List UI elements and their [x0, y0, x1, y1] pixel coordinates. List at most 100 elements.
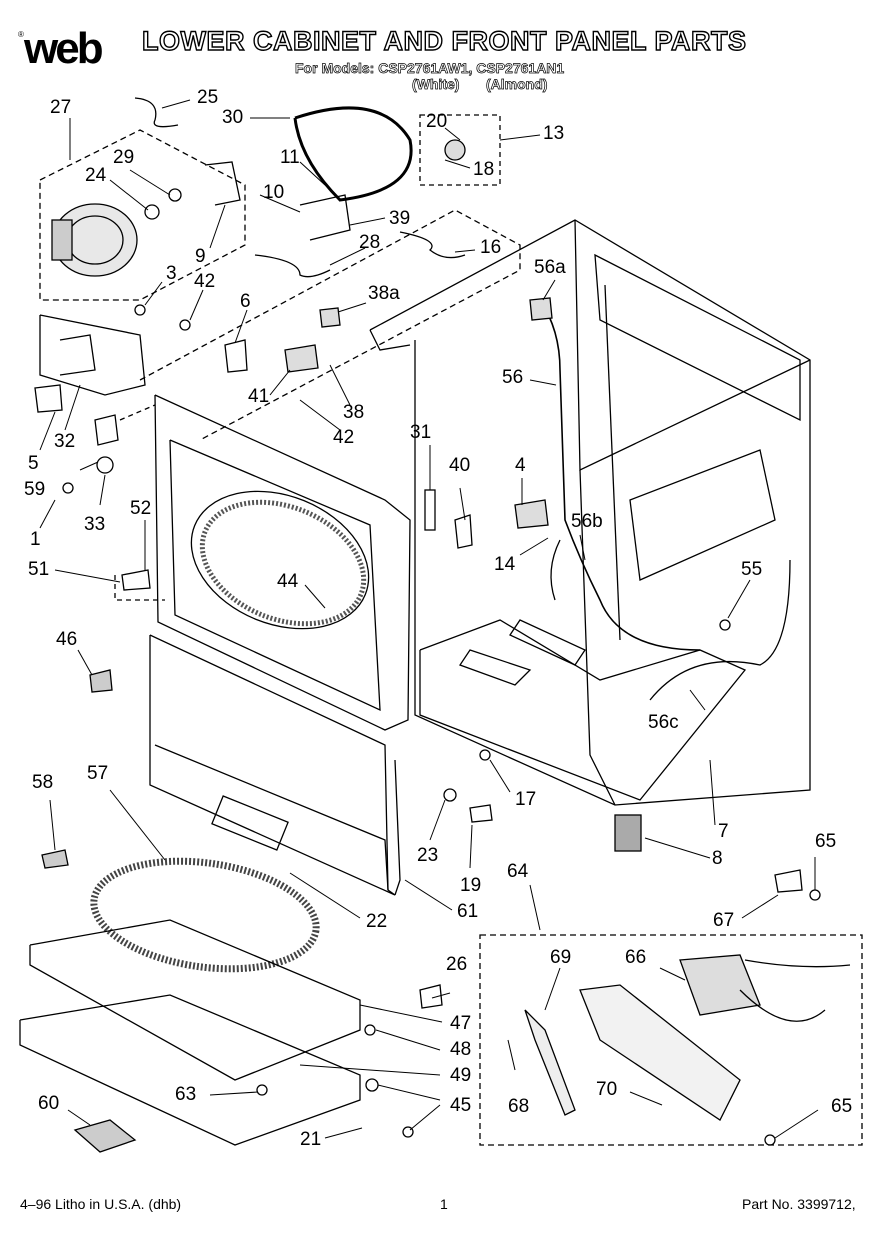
callout-66: 66 [625, 947, 647, 968]
logo-text: web [24, 24, 104, 73]
callout-23: 23 [417, 845, 439, 866]
callout-52: 52 [130, 498, 152, 519]
callout-45: 45 [450, 1095, 472, 1116]
duct-seal-ring [90, 857, 320, 973]
switch-41 [284, 344, 319, 373]
connector-56a [529, 297, 553, 321]
screw-55 [719, 619, 731, 631]
screw-23 [443, 788, 457, 802]
lower-front-panel [149, 634, 396, 896]
cabinet-slot [424, 489, 436, 531]
motor-bearing [168, 188, 182, 202]
callout-59: 59 [24, 479, 46, 500]
callout-42b: 42 [333, 427, 355, 448]
registered-mark: ® [18, 30, 24, 39]
base-plate [29, 919, 361, 1081]
callout-3: 3 [166, 263, 177, 284]
connector-38a [319, 307, 341, 328]
callout-19: 19 [460, 875, 482, 896]
callout-17: 17 [515, 789, 537, 810]
callout-48: 48 [450, 1039, 472, 1060]
callout-20: 20 [426, 111, 448, 132]
callout-64: 64 [507, 861, 529, 882]
idler-pulley [444, 139, 466, 161]
leveling-leg [614, 814, 642, 852]
callout-8: 8 [712, 848, 723, 869]
models-line: For Models: CSP2761AW1, CSP2761AN1 [295, 60, 565, 77]
color-almond-label: (Almond) [486, 76, 548, 93]
callout-11: 11 [280, 147, 300, 168]
footer-page: 1 [440, 1196, 448, 1212]
latch-6 [224, 339, 248, 373]
callout-61: 61 [457, 901, 479, 922]
callout-56b: 56b [571, 511, 603, 532]
clip-5 [34, 384, 63, 413]
callout-21: 21 [300, 1129, 322, 1150]
callout-7: 7 [718, 821, 729, 842]
callout-38a: 38a [368, 283, 400, 304]
top-panel-outline [139, 209, 521, 441]
clip-67 [774, 869, 803, 893]
callout-25: 25 [197, 87, 219, 108]
footer-part-no: Part No. 3399712, [742, 1196, 856, 1212]
screw-42-a [179, 319, 191, 331]
callout-44: 44 [277, 571, 299, 592]
screw-21 [402, 1126, 414, 1138]
callout-30: 30 [222, 107, 244, 128]
callout-60: 60 [38, 1093, 60, 1114]
callout-13: 13 [543, 123, 565, 144]
callout-63: 63 [175, 1084, 197, 1105]
sensor-probe [524, 1009, 576, 1116]
callout-57: 57 [87, 763, 109, 784]
clip-19 [469, 804, 493, 823]
leveling-foot-pad [73, 1119, 137, 1153]
callout-47: 47 [450, 1013, 472, 1034]
motor-group-outline [39, 129, 246, 301]
callout-39: 39 [389, 208, 411, 229]
callout-65: 65 [815, 831, 837, 852]
wire-harness-16 [399, 231, 466, 259]
callout-70: 70 [596, 1079, 618, 1100]
callout-56c: 56c [648, 712, 679, 733]
base-pan [19, 994, 361, 1146]
whirlpool-web-logo: ® web [18, 24, 130, 74]
screw-65-a [809, 889, 821, 901]
main-wire-harness [539, 299, 701, 651]
wire-harness-25 [134, 97, 179, 128]
callout-10: 10 [263, 182, 285, 203]
cabinet-base [419, 619, 747, 801]
clip-58 [41, 849, 69, 869]
callout-9: 9 [195, 246, 206, 267]
washer-33 [96, 456, 114, 474]
callout-6: 6 [240, 291, 251, 312]
callout-26: 26 [446, 954, 468, 975]
lower-panel-vent [211, 795, 289, 851]
callout-33: 33 [84, 514, 106, 535]
callout-67: 67 [713, 910, 735, 931]
callout-29: 29 [113, 147, 135, 168]
page-title: LOWER CABINET AND FRONT PANEL PARTS [141, 25, 747, 56]
callout-24: 24 [85, 165, 107, 186]
screw-3 [134, 304, 146, 316]
callout-31: 31 [410, 422, 432, 443]
callout-1: 1 [30, 529, 41, 550]
motor-bracket [204, 161, 241, 206]
callout-46: 46 [56, 629, 78, 650]
callout-40: 40 [449, 455, 471, 476]
callout-27: 27 [50, 97, 72, 118]
callout-14: 14 [494, 554, 516, 575]
screw-17 [479, 749, 491, 761]
callout-58: 58 [32, 772, 54, 793]
callout-38: 38 [343, 402, 365, 423]
door-seal [199, 499, 367, 627]
callout-69: 69 [550, 947, 572, 968]
idler-group-outline [419, 114, 501, 186]
screw-59 [62, 482, 74, 494]
callout-32: 32 [54, 431, 76, 452]
sensor-bracket [579, 984, 741, 1121]
callout-56a: 56a [534, 257, 566, 278]
callout-42: 42 [194, 271, 216, 292]
footer-litho: 4–96 Litho in U.S.A. (dhb) [20, 1196, 182, 1212]
motor-pulley [144, 204, 160, 220]
